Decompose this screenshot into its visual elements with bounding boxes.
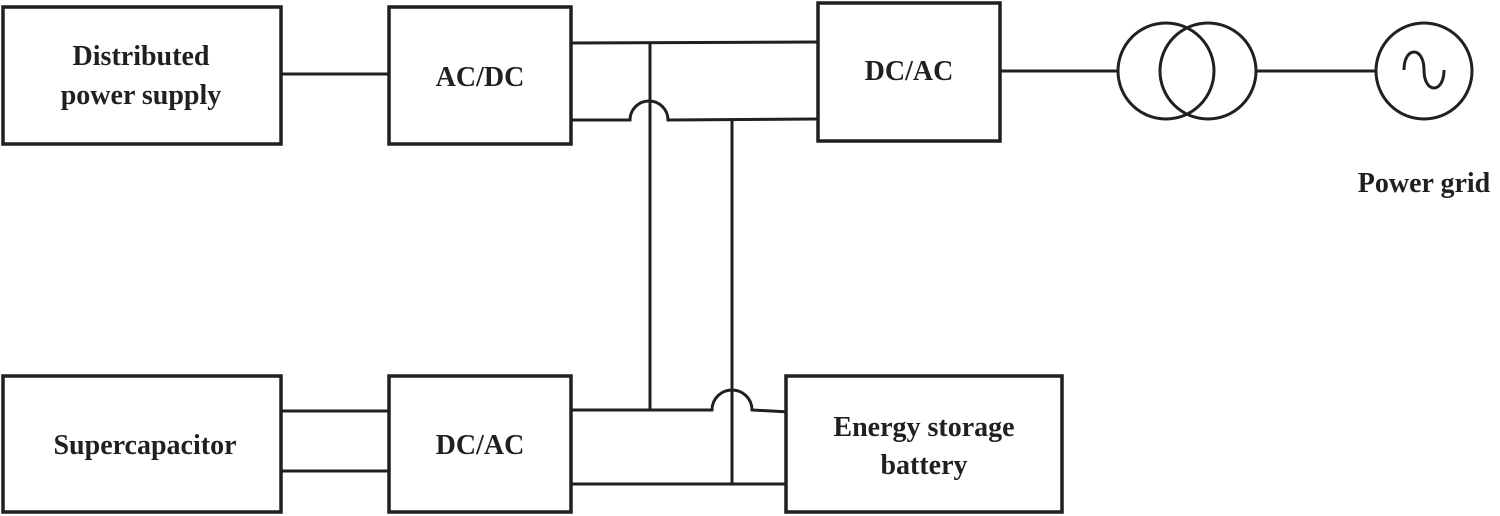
dc-ac-top-label: DC/AC [865,56,954,87]
wire-dc-bus-top-negative [571,99,819,122]
block-distributed-power-supply: Distributed power supply [1,5,283,146]
distributed-power-supply-label-line2: power supply [61,80,222,111]
energy-storage-battery-label-line1: Energy storage [833,412,1014,443]
wire-dc-bus-top-positive [570,40,819,45]
distributed-power-supply-label-line1: Distributed [73,41,210,72]
block-supercapacitor: Supercapacitor [1,374,283,514]
transformer-icon [1116,21,1258,121]
block-energy-storage-battery: Energy storage battery [784,374,1064,514]
power-grid-label: Power grid [1358,168,1491,199]
energy-storage-battery-label-line2: battery [880,450,967,481]
wiring [281,40,1376,486]
block-dc-ac-inverter-top: DC/AC [816,1,1002,143]
ac-dc-label: AC/DC [436,62,525,93]
wire-dc-bus-bottom-upper [571,388,791,414]
ac-source-icon [1374,21,1474,121]
block-ac-dc-converter: AC/DC [387,5,573,146]
supercapacitor-label: Supercapacitor [53,430,236,461]
block-dc-ac-inverter-bottom: DC/AC [387,374,573,514]
dc-ac-bottom-label: DC/AC [436,430,525,461]
